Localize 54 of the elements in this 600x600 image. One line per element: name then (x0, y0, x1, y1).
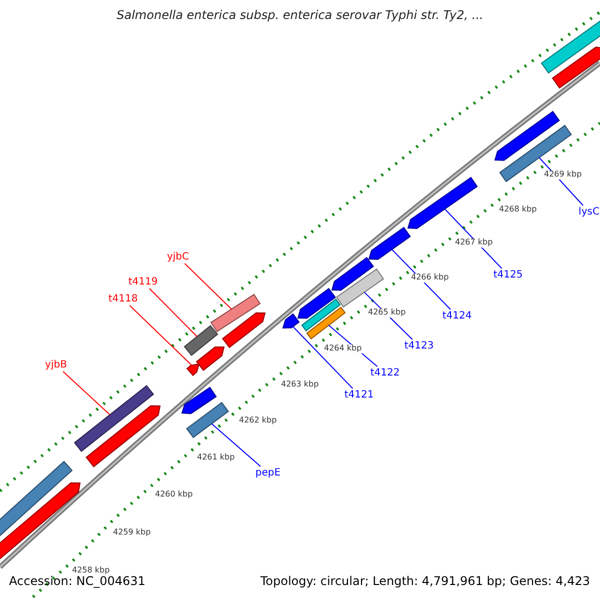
gene-block (306, 306, 346, 340)
gene-feature (368, 226, 411, 260)
leader-line (292, 326, 354, 389)
gene-block (0, 460, 73, 538)
scale-label: 4259 kbp (113, 528, 151, 538)
scale-label: 4269 kbp (544, 170, 582, 180)
gene-feature (407, 176, 478, 229)
scale-label: 4261 kbp (197, 454, 235, 462)
genome-info-text: Topology: circular; Length: 4,791,961 bp; Genes: 4,423 (260, 575, 590, 588)
gene-label: t4124 (442, 310, 472, 322)
leader-line (211, 423, 262, 467)
leader-line (62, 371, 110, 416)
gene-feature (0, 482, 81, 560)
gene-label: t4123 (404, 340, 434, 352)
gene-feature (86, 405, 161, 468)
gene-label: yjbB (45, 360, 67, 370)
scale-label: 4265 kbp (368, 308, 406, 318)
gene-feature (282, 313, 300, 329)
gene-feature (222, 312, 266, 348)
scale-label: 4267 kbp (455, 238, 493, 248)
scale-label: 4268 kbp (499, 206, 537, 214)
gene-feature (331, 256, 374, 291)
gene-block (74, 385, 154, 452)
leader-line (148, 288, 198, 338)
gene-feature (494, 110, 560, 161)
leader-line (129, 305, 192, 366)
gene-label: pepE (255, 468, 281, 478)
gene-feature (196, 346, 225, 371)
scale-label: 4263 kbp (281, 380, 319, 390)
gene-feature (181, 386, 217, 414)
gene-block (210, 294, 261, 332)
gene-label: t4118 (108, 294, 138, 304)
gene-block (186, 402, 229, 438)
gene-block (301, 298, 341, 332)
accession-text: Accession: NC_004631 (9, 575, 146, 588)
gene-label: t4122 (370, 368, 400, 378)
gene-label: t4121 (344, 390, 374, 400)
scale-label: 4266 kbp (411, 274, 449, 282)
gene-label: t4125 (493, 270, 523, 280)
scale-label: 4260 kbp (155, 490, 193, 500)
gene-block (336, 268, 384, 308)
title: Salmonella enterica subsp. enterica serovar Typhi str. Ty2, ... (116, 8, 484, 22)
gene-feature (297, 288, 336, 319)
gene-feature (552, 46, 600, 89)
gene-label: yjbC (166, 252, 190, 262)
gene-label: lysC (578, 206, 600, 218)
scale-label: 4264 kbp (324, 344, 362, 354)
leader-line (184, 263, 232, 310)
scale-label: 4258 kbp (72, 566, 110, 576)
gene-label: t4119 (128, 276, 158, 288)
gene-block (540, 19, 600, 74)
gene-block (184, 325, 218, 356)
scale-label: 4262 kbp (239, 416, 277, 426)
gene-feature (186, 363, 200, 376)
